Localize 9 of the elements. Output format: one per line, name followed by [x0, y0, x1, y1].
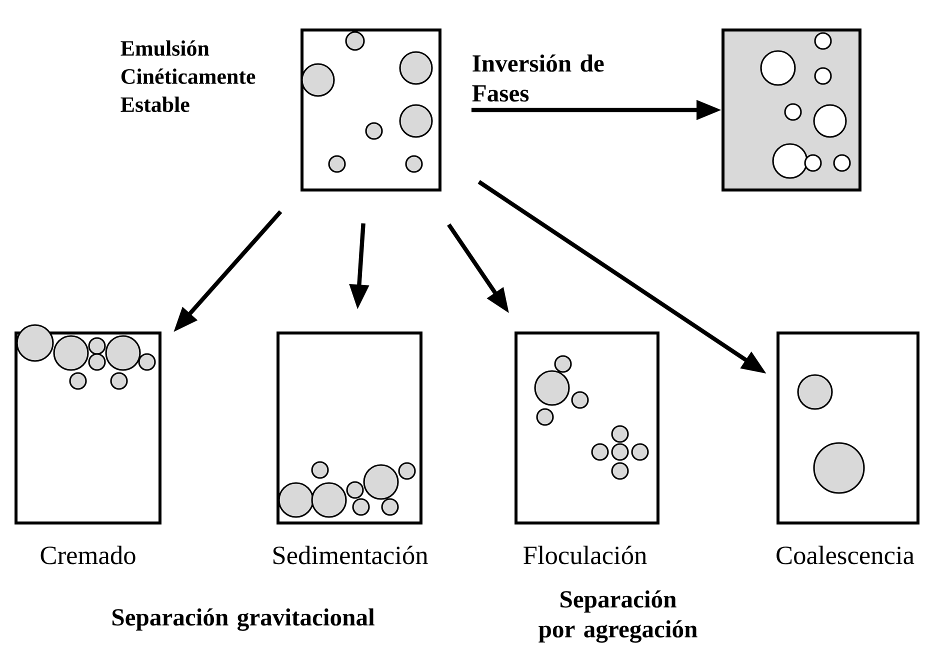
group-label: Separación por agregación [538, 590, 698, 643]
node-label: Floculación [524, 546, 647, 564]
container-box [514, 332, 660, 524]
node-label: Coalescencia [776, 546, 914, 564]
node-label: Emulsión Cinéticamente Estable [120, 40, 256, 112]
node-label: Cremado [40, 546, 136, 564]
edge-label: Inversión de Fases [472, 54, 604, 102]
node-label: Sedimentación [273, 546, 428, 564]
group-label: Separación gravitacional [112, 608, 374, 631]
